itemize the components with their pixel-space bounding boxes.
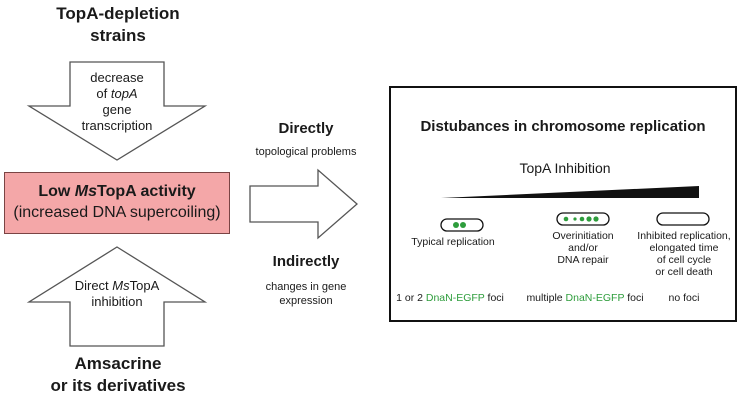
indirectly-subtitle: changes in gene expression bbox=[265, 281, 347, 307]
top-group-line1: TopA-depletion bbox=[56, 4, 180, 23]
up-arrow-text: Direct MsTopA inhibition bbox=[70, 278, 164, 310]
right-arrow-shape bbox=[249, 168, 358, 240]
down-arrow-line3: gene bbox=[102, 102, 132, 117]
bottom-group-line2: or its derivatives bbox=[50, 376, 186, 395]
focus-dot bbox=[579, 216, 585, 222]
cell-caption-typical: Typical replication bbox=[411, 236, 495, 248]
cell-inhibited bbox=[656, 212, 710, 226]
replication-panel bbox=[389, 86, 737, 322]
focus-dot bbox=[453, 222, 459, 228]
low-activity-box bbox=[4, 172, 230, 234]
indirectly-title: Indirectly bbox=[272, 253, 340, 270]
focus-dot bbox=[460, 222, 466, 228]
panel-graphics bbox=[440, 186, 710, 232]
bottom-group-title: Amsacrine or its derivatives bbox=[8, 353, 228, 397]
low-activity-text: Low MsTopA activity (increased DNA super… bbox=[4, 181, 230, 223]
foci-label-typical: 1 or 2 DnaN-EGFP foci bbox=[396, 292, 504, 304]
down-arrow-shape bbox=[26, 61, 208, 161]
low-activity-line1: Low MsTopA activity bbox=[38, 183, 196, 200]
directly-title: Directly bbox=[278, 120, 334, 137]
focus-dot bbox=[586, 216, 592, 222]
up-arrow-shape bbox=[26, 246, 208, 347]
down-arrow-text: decrease of topA gene transcription bbox=[70, 70, 164, 134]
foci-label-inhibited: no foci bbox=[668, 292, 700, 304]
up-arrow-line2: inhibition bbox=[91, 294, 143, 309]
panel-title: Distubances in chromosome replication bbox=[420, 118, 706, 135]
bottom-group-line1: Amsacrine bbox=[74, 354, 162, 373]
focus-dot bbox=[563, 216, 569, 222]
down-arrow-line4: transcription bbox=[81, 118, 153, 133]
top-group-line2: strains bbox=[90, 26, 146, 45]
cell-caption-overinitiation: Overinitiation and/or DNA repair bbox=[552, 230, 614, 266]
down-arrow-line2: of topA bbox=[96, 86, 138, 101]
low-activity-line2: (increased DNA supercoiling) bbox=[13, 204, 221, 221]
focus-dot bbox=[573, 217, 577, 221]
up-arrow-line1: Direct MsTopA bbox=[74, 278, 160, 293]
gradient-label: TopA Inhibition bbox=[519, 160, 611, 176]
cell-caption-inhibited: Inhibited replication, elongated time of… bbox=[637, 230, 731, 278]
top-group-title: TopA-depletion strains bbox=[8, 3, 228, 47]
focus-dot bbox=[593, 216, 599, 222]
inhibition-wedge bbox=[441, 186, 699, 198]
down-arrow-line1: decrease bbox=[90, 70, 144, 85]
foci-label-overinitiation: multiple DnaN-EGFP foci bbox=[526, 292, 644, 304]
directly-subtitle: topological problems bbox=[255, 146, 357, 158]
